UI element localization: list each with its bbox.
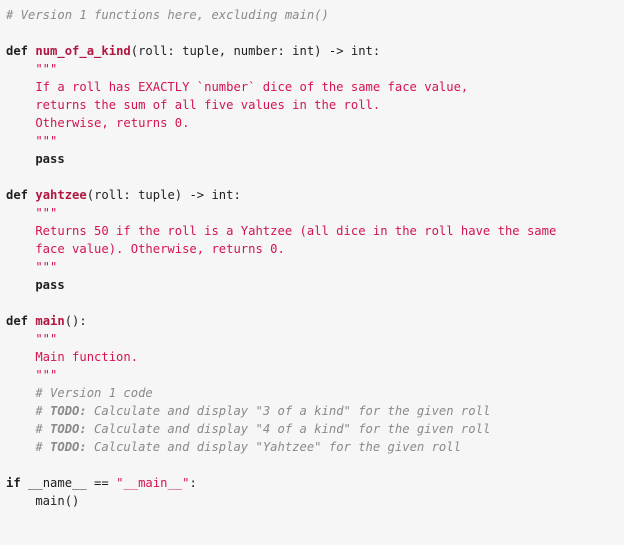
code-token: Otherwise, returns 0.: [6, 116, 190, 130]
code-token: :: [189, 476, 197, 490]
code-line: Returns 50 if the roll is a Yahtzee (all…: [6, 222, 624, 240]
code-token: """: [6, 62, 58, 76]
code-token: def: [6, 44, 36, 58]
code-line: [6, 294, 624, 312]
code-line: """: [6, 330, 624, 348]
code-line: returns the sum of all five values in th…: [6, 96, 624, 114]
code-line: # Version 1 functions here, excluding ma…: [6, 6, 624, 24]
code-token: TODO:: [50, 404, 87, 418]
code-token: """: [6, 332, 58, 346]
code-token: Calculate and display "3 of a kind" for …: [86, 404, 491, 418]
code-line: """: [6, 258, 624, 276]
code-line: """: [6, 366, 624, 384]
code-token: def: [6, 188, 36, 202]
code-token: TODO:: [50, 422, 87, 436]
code-token: Calculate and display "4 of a kind" for …: [86, 422, 491, 436]
code-line: pass: [6, 150, 624, 168]
code-line: [6, 24, 624, 42]
code-token: """: [6, 368, 58, 382]
code-line: [6, 168, 624, 186]
code-line: main(): [6, 492, 624, 510]
code-token: face value). Otherwise, returns 0.: [6, 242, 285, 256]
code-token: """: [6, 206, 58, 220]
code-token: yahtzee: [35, 188, 87, 202]
code-line: # TODO: Calculate and display "Yahtzee" …: [6, 438, 624, 456]
code-token: """: [6, 260, 58, 274]
code-token: main: [35, 314, 65, 328]
code-token: #: [6, 422, 51, 436]
code-token: # Version 1 code: [6, 386, 153, 400]
code-line: def num_of_a_kind(roll: tuple, number: i…: [6, 42, 624, 60]
code-line: def yahtzee(roll: tuple) -> int:: [6, 186, 624, 204]
code-block: # Version 1 functions here, excluding ma…: [6, 6, 624, 510]
code-token: TODO:: [50, 440, 87, 454]
code-line: # TODO: Calculate and display "4 of a ki…: [6, 420, 624, 438]
code-line: if __name__ == "__main__":: [6, 474, 624, 492]
code-token: if: [6, 476, 29, 490]
code-token: If a roll has EXACTLY `number` dice of t…: [6, 80, 469, 94]
code-line: face value). Otherwise, returns 0.: [6, 240, 624, 258]
code-token: __name__ ==: [28, 476, 117, 490]
code-line: """: [6, 132, 624, 150]
code-token: #: [6, 440, 51, 454]
code-token: (roll: tuple) -> int:: [86, 188, 241, 202]
code-token: pass: [6, 152, 65, 166]
code-line: pass: [6, 276, 624, 294]
code-line: [6, 456, 624, 474]
code-token: """: [6, 134, 58, 148]
code-line: # Version 1 code: [6, 384, 624, 402]
code-token: def: [6, 314, 36, 328]
code-line: """: [6, 204, 624, 222]
code-token: Returns 50 if the roll is a Yahtzee (all…: [6, 224, 557, 238]
code-token: ():: [64, 314, 87, 328]
code-token: Calculate and display "Yahtzee" for the …: [86, 440, 461, 454]
code-token: (roll: tuple, number: int) -> int:: [130, 44, 381, 58]
code-token: #: [6, 404, 51, 418]
code-token: # Version 1 functions here, excluding ma…: [6, 8, 329, 22]
code-token: main(): [6, 494, 80, 508]
code-line: def main():: [6, 312, 624, 330]
code-token: num_of_a_kind: [35, 44, 131, 58]
code-line: """: [6, 60, 624, 78]
code-token: returns the sum of all five values in th…: [6, 98, 381, 112]
code-line: If a roll has EXACTLY `number` dice of t…: [6, 78, 624, 96]
code-line: Main function.: [6, 348, 624, 366]
code-token: Main function.: [6, 350, 139, 364]
code-line: # TODO: Calculate and display "3 of a ki…: [6, 402, 624, 420]
code-token: pass: [6, 278, 65, 292]
code-line: Otherwise, returns 0.: [6, 114, 624, 132]
code-token: "__main__": [116, 476, 190, 490]
